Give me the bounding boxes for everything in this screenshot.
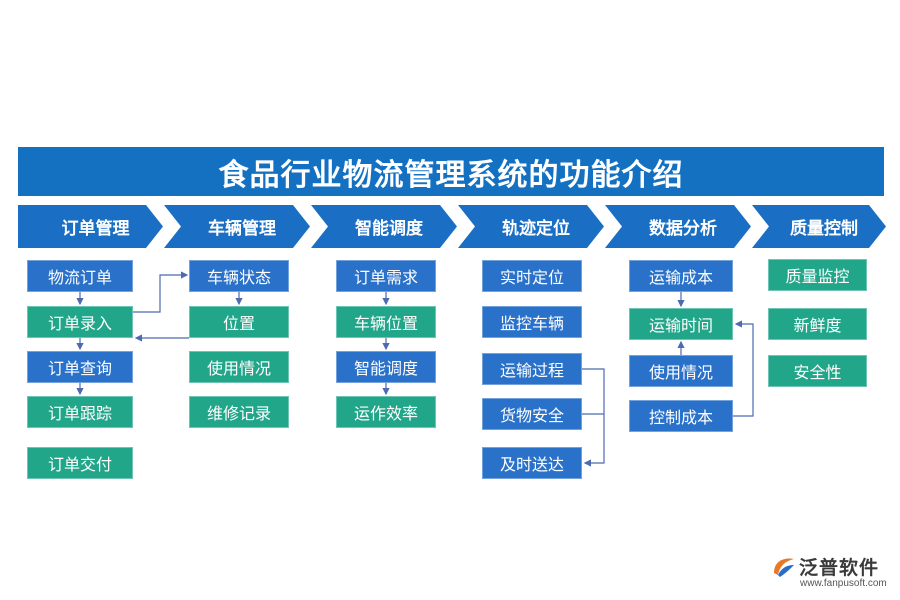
page-title: 食品行业物流管理系统的功能介绍 <box>18 147 884 196</box>
item-order-entry: 订单录入 <box>27 306 133 338</box>
item-maintenance-record: 维修记录 <box>189 396 289 428</box>
connector-arrow <box>133 271 189 313</box>
category-smart-dispatch: 智能调度 <box>311 205 457 248</box>
connector-arrow <box>733 320 754 417</box>
item-safety: 安全性 <box>768 355 867 387</box>
item-operation-efficiency: 运作效率 <box>336 396 436 428</box>
logo-url: www.fanpusoft.com <box>800 578 887 589</box>
item-order-query: 订单查询 <box>27 351 133 383</box>
item-usage-analysis: 使用情况 <box>629 355 733 387</box>
fanpu-logo-icon <box>774 558 794 577</box>
item-order-demand: 订单需求 <box>336 260 436 292</box>
item-vehicle-status: 车辆状态 <box>189 260 289 292</box>
item-order-delivery: 订单交付 <box>27 447 133 479</box>
item-monitor-vehicle: 监控车辆 <box>482 306 582 338</box>
item-logistics-order: 物流订单 <box>27 260 133 292</box>
item-usage: 使用情况 <box>189 351 289 383</box>
connector-arrow <box>582 368 605 467</box>
item-control-cost: 控制成本 <box>629 400 733 432</box>
item-cargo-safety: 货物安全 <box>482 398 582 430</box>
item-order-tracking: 订单跟踪 <box>27 396 133 428</box>
item-timely-delivery: 及时送达 <box>482 447 582 479</box>
category-track-location: 轨迹定位 <box>458 205 604 248</box>
logo-name: 泛普软件 <box>799 557 880 579</box>
item-realtime-location: 实时定位 <box>482 260 582 292</box>
item-position: 位置 <box>189 306 289 338</box>
item-freshness: 新鲜度 <box>768 308 867 340</box>
item-vehicle-position: 车辆位置 <box>336 306 436 338</box>
item-smart-dispatch: 智能调度 <box>336 351 436 383</box>
item-transport-cost: 运输成本 <box>629 260 733 292</box>
item-transport-time: 运输时间 <box>629 308 733 340</box>
category-quality-control: 质量控制 <box>752 205 886 248</box>
item-transport-process: 运输过程 <box>482 353 582 385</box>
category-vehicle-management: 车辆管理 <box>164 205 310 248</box>
brand-logo: 泛普软件 www.fanpusoft.com <box>770 553 896 593</box>
item-quality-monitoring: 质量监控 <box>768 259 867 291</box>
category-order-management: 订单管理 <box>18 205 163 248</box>
category-data-analysis: 数据分析 <box>605 205 751 248</box>
